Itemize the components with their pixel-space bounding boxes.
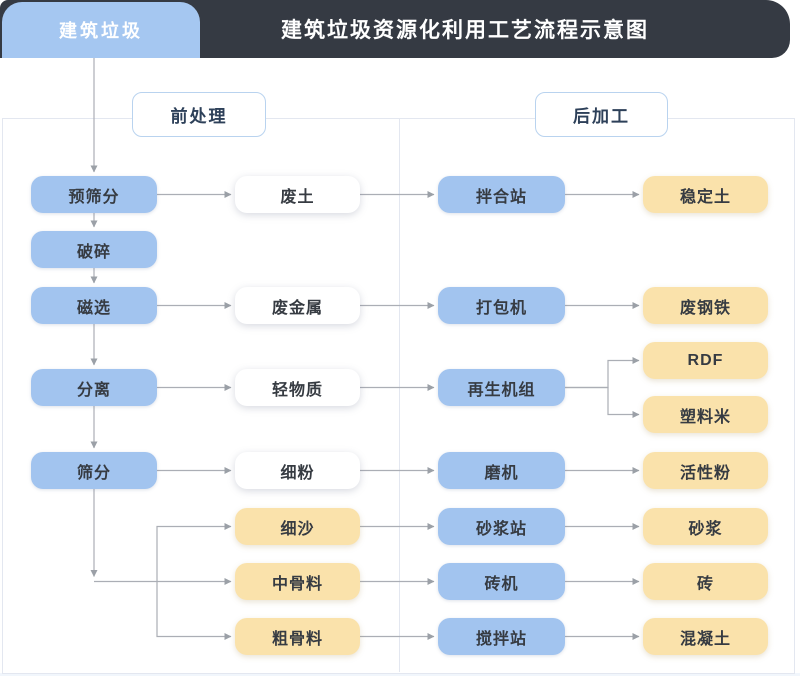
node-light-matter: 轻物质: [235, 369, 360, 406]
node-active-powder: 活性粉: [643, 452, 768, 489]
node-mortar-station: 砂浆站: [438, 508, 565, 545]
section-header-post-processing: 后加工: [535, 92, 668, 137]
node-fine-powder: 细粉: [235, 452, 360, 489]
node-mix-station: 拌合站: [438, 176, 565, 213]
page-title: 建筑垃圾资源化利用工艺流程示意图: [281, 19, 649, 42]
node-mortar: 砂浆: [643, 508, 768, 545]
node-brick-machine: 砖机: [438, 563, 565, 600]
source-tab: 建筑垃圾: [2, 2, 200, 58]
node-concrete: 混凝土: [643, 618, 768, 655]
node-plastic-rice: 塑料米: [643, 396, 768, 433]
node-regen-unit: 再生机组: [438, 369, 565, 406]
column-divider-line: [399, 118, 400, 672]
node-crush: 破碎: [31, 231, 157, 268]
section-header-pre-processing: 前处理: [132, 92, 266, 137]
node-stable-soil: 稳定土: [643, 176, 768, 213]
node-baler: 打包机: [438, 287, 565, 324]
node-waste-steel: 废钢铁: [643, 287, 768, 324]
node-magnet: 磁选: [31, 287, 157, 324]
node-fine-sand: 细沙: [235, 508, 360, 545]
node-waste-metal: 废金属: [235, 287, 360, 324]
node-screen: 筛分: [31, 452, 157, 489]
node-stir-station: 搅拌站: [438, 618, 565, 655]
node-brick: 砖: [643, 563, 768, 600]
node-waste-soil: 废土: [235, 176, 360, 213]
node-pre-screen: 预筛分: [31, 176, 157, 213]
diagram-panel-border: [2, 118, 795, 674]
node-rdf: RDF: [643, 342, 768, 379]
node-mill: 磨机: [438, 452, 565, 489]
bottom-margin: [0, 673, 800, 676]
node-coarse-agg: 粗骨料: [235, 618, 360, 655]
node-mid-agg: 中骨料: [235, 563, 360, 600]
node-separate: 分离: [31, 369, 157, 406]
